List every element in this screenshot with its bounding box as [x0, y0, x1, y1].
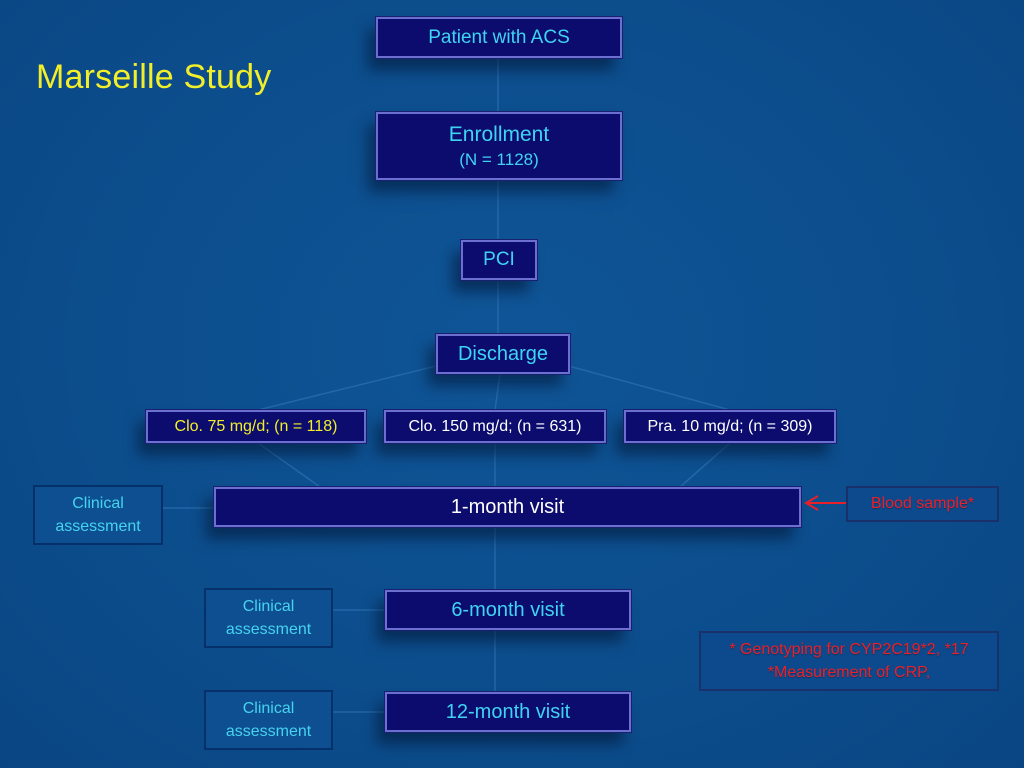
- enrollment-count: (N = 1128): [459, 149, 539, 169]
- slide-title: Marseille Study: [36, 58, 272, 96]
- connector-discharge-pra10: [564, 364, 731, 411]
- clopidogrel-75-box: Clo. 75 mg/d; (n = 118): [145, 409, 367, 444]
- clinical-assessment-12m: Clinical assessment: [204, 690, 333, 750]
- connector-pra10-visit: [679, 442, 731, 488]
- clinical-assessment-line2: assessment: [225, 621, 312, 638]
- twelve-month-visit-label: 12-month visit: [445, 700, 571, 723]
- pci-label: PCI: [483, 249, 515, 271]
- patient-with-acs-label: Patient with ACS: [428, 26, 570, 48]
- one-month-visit-box: 1-month visit: [213, 486, 802, 528]
- patient-with-acs-box: Patient with ACS: [375, 16, 623, 59]
- genotyping-note-box: * Genotyping for CYP2C19*2, *17 *Measure…: [699, 631, 999, 691]
- clinical-assessment-line2: assessment: [225, 723, 312, 740]
- six-month-visit-label: 6-month visit: [451, 598, 565, 621]
- clinical-assessment-6m: Clinical assessment: [204, 588, 333, 648]
- pci-box: PCI: [460, 239, 538, 281]
- discharge-box: Discharge: [435, 333, 571, 375]
- clopidogrel-75-label: Clo. 75 mg/d; (n = 118): [174, 417, 338, 435]
- connector-discharge-clo150: [494, 373, 501, 411]
- clinical-assessment-line1: Clinical: [72, 494, 124, 512]
- clinical-assessment-line1: Clinical: [242, 699, 295, 717]
- clinical-assessment-line2: assessment: [55, 518, 141, 535]
- prasugrel-10-label: Pra. 10 mg/d; (n = 309): [647, 417, 813, 435]
- discharge-label: Discharge: [457, 342, 549, 365]
- enrollment-label: Enrollment: [448, 123, 550, 147]
- clopidogrel-150-label: Clo. 150 mg/d; (n = 631): [408, 417, 582, 435]
- blood-sample-arrow: [804, 495, 846, 511]
- twelve-month-visit-box: 12-month visit: [384, 691, 632, 733]
- prasugrel-10-box: Pra. 10 mg/d; (n = 309): [623, 409, 837, 444]
- one-month-visit-label: 1-month visit: [450, 495, 565, 518]
- clopidogrel-150-box: Clo. 150 mg/d; (n = 631): [383, 409, 607, 444]
- crp-note-line2: *Measurement of CRP,: [767, 664, 931, 681]
- clinical-assessment-1m: Clinical assessment: [33, 485, 163, 545]
- enrollment-box: Enrollment (N = 1128): [375, 111, 623, 181]
- connector-clo75-visit: [257, 442, 321, 488]
- blood-sample-label: Blood sample*: [870, 495, 975, 513]
- connector-discharge-clo75: [257, 364, 441, 411]
- blood-sample-box: Blood sample*: [846, 486, 999, 522]
- clinical-assessment-line1: Clinical: [242, 597, 295, 615]
- genotyping-note-line1: * Genotyping for CYP2C19*2, *17: [729, 640, 969, 658]
- six-month-visit-box: 6-month visit: [384, 589, 632, 631]
